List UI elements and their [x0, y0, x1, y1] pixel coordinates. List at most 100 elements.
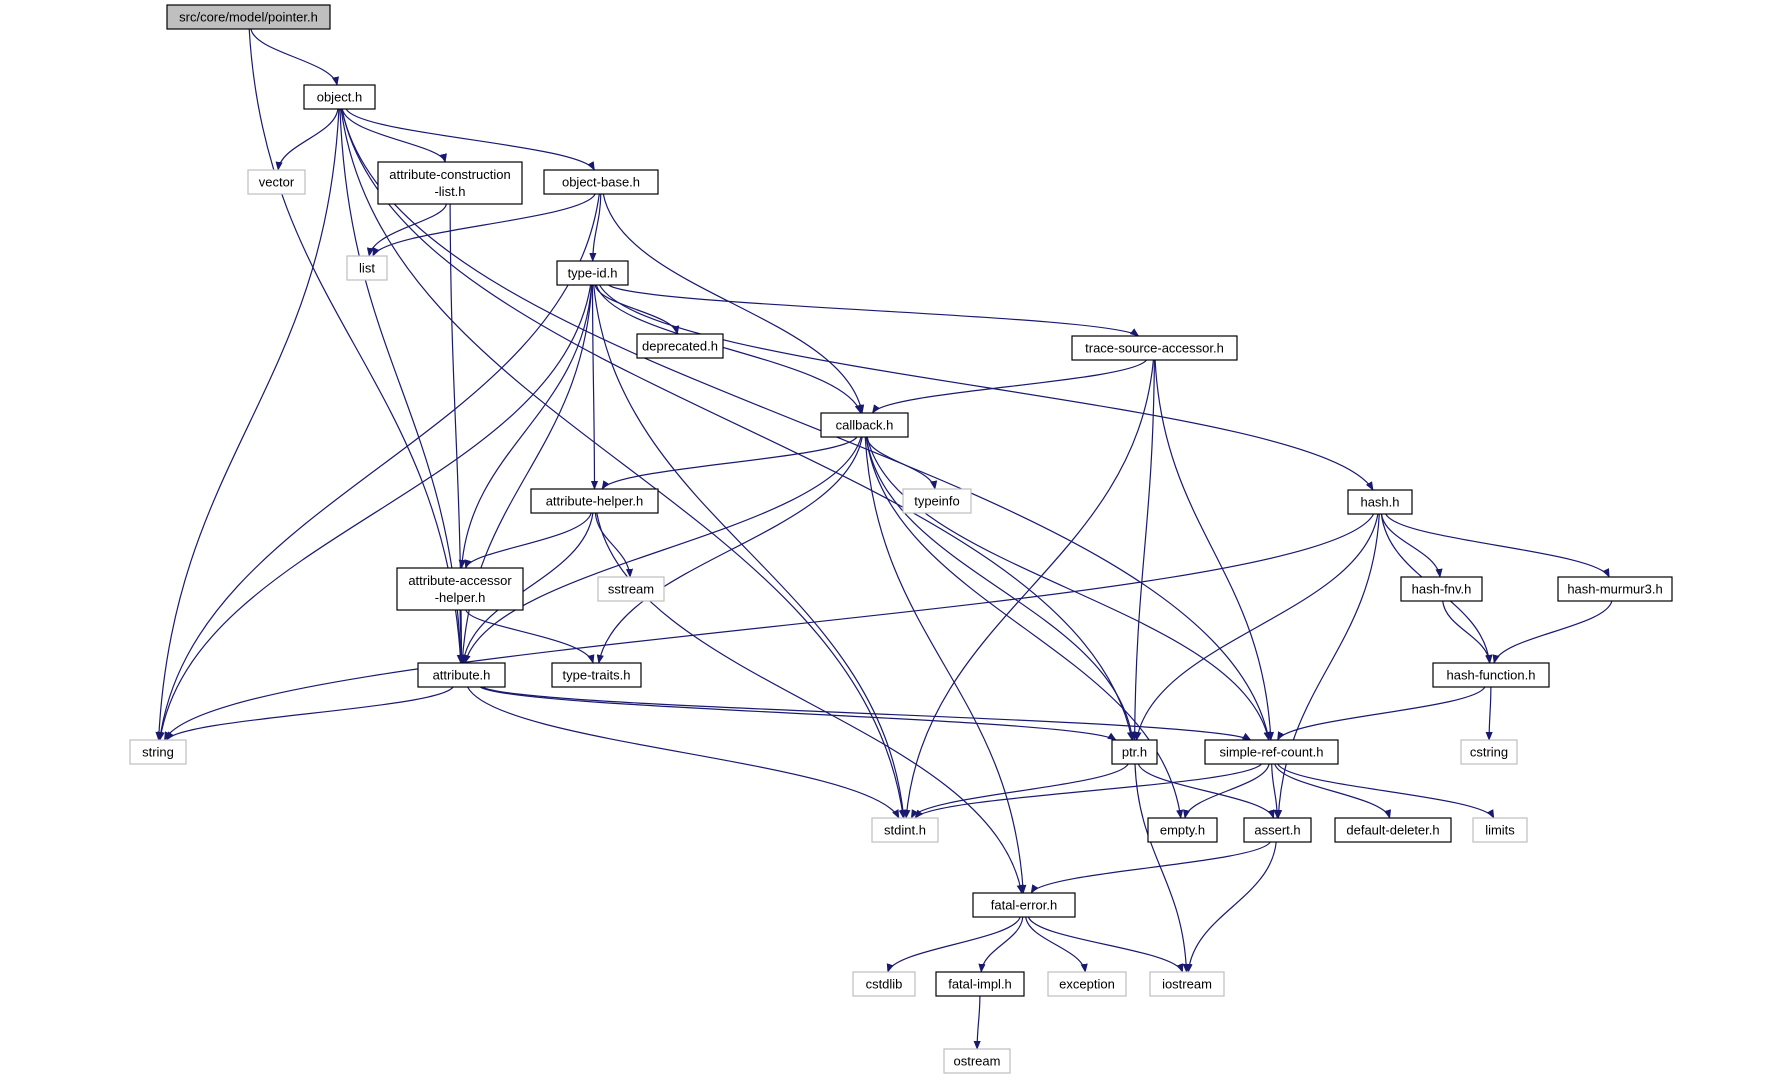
node-label-typeinfo: typeinfo	[914, 494, 960, 509]
node-aah[interactable]: attribute-accessor-helper.h	[396, 567, 524, 611]
node-fatal[interactable]: fatal-error.h	[972, 892, 1076, 918]
node-acl[interactable]: attribute-construction-list.h	[377, 161, 523, 205]
edge-ptr-to-stdint	[910, 763, 1129, 819]
node-label-ptr: ptr.h	[1122, 745, 1147, 760]
node-empty[interactable]: empty.h	[1147, 817, 1218, 843]
edge-callback-to-ptr	[865, 436, 1136, 741]
node-tsa[interactable]: trace-source-accessor.h	[1071, 335, 1238, 361]
edge-callback-to-fatal	[864, 436, 1027, 894]
node-box-typeinfo	[902, 488, 972, 514]
node-box-tsa	[1071, 335, 1238, 361]
edge-hash-to-assert	[1275, 513, 1380, 819]
node-label-stdint: stdint.h	[884, 823, 926, 838]
node-label-object: object.h	[317, 90, 363, 105]
edge-fatal-to-cstdlib	[886, 916, 1021, 973]
edge-hashfn-to-src	[1277, 686, 1486, 741]
edge-objbase-to-typeid	[589, 193, 602, 262]
node-box-cstdlib	[852, 971, 916, 997]
edge-src-to-empty	[1183, 763, 1270, 819]
node-label-empty: empty.h	[1160, 823, 1205, 838]
edge-pointer-to-attribute	[248, 28, 464, 664]
node-ptr[interactable]: ptr.h	[1111, 739, 1158, 765]
node-deleter[interactable]: default-deleter.h	[1334, 817, 1452, 843]
node-label-assert: assert.h	[1254, 823, 1300, 838]
node-deprecated[interactable]: deprecated.h	[636, 333, 724, 359]
edge-object-to-objbase	[345, 108, 595, 171]
node-object[interactable]: object.h	[303, 84, 376, 110]
node-box-fatal	[972, 892, 1076, 918]
node-box-assert	[1243, 817, 1312, 843]
node-exception: exception	[1047, 971, 1127, 997]
node-fatalimpl[interactable]: fatal-impl.h	[935, 971, 1025, 997]
edge-fatal-to-exception	[1025, 916, 1088, 973]
nodes-layer: src/core/model/pointer.h object.h vector at…	[129, 4, 1673, 1074]
node-list: list	[346, 255, 388, 281]
edge-attribute-to-src	[482, 686, 1252, 741]
node-box-fatalimpl	[935, 971, 1025, 997]
edge-fatal-to-fatalimpl	[978, 916, 1024, 973]
node-string: string	[129, 739, 187, 765]
node-hashmm[interactable]: hash-murmur3.h	[1557, 576, 1673, 602]
node-label-src: simple-ref-count.h	[1219, 745, 1323, 760]
node-label-pointer: src/core/model/pointer.h	[179, 10, 318, 25]
edge-callback-to-src	[866, 436, 1271, 741]
node-iostream: iostream	[1149, 971, 1225, 997]
edge-tsa-to-stdint	[903, 359, 1154, 819]
node-label-list: list	[359, 261, 375, 276]
edge-typeid-to-tsa	[608, 284, 1140, 337]
node-hashfnv[interactable]: hash-fnv.h	[1400, 576, 1483, 602]
node-ostream: ostream	[943, 1048, 1011, 1074]
node-hash[interactable]: hash.h	[1347, 489, 1413, 515]
edge-typeid-to-deprecated	[594, 284, 680, 335]
node-label-cstdlib: cstdlib	[866, 977, 903, 992]
node-box-deprecated	[636, 333, 724, 359]
node-box-callback	[820, 412, 909, 438]
node-label-fatal: fatal-error.h	[991, 898, 1057, 913]
node-pointer[interactable]: src/core/model/pointer.h	[166, 4, 331, 30]
node-box-cstring	[1460, 739, 1518, 765]
node-label-vector: vector	[259, 175, 295, 190]
edge-hashfnv-to-hashfn	[1442, 600, 1493, 664]
edge-callback-to-typetraits	[596, 436, 863, 664]
edge-attribute-to-string	[165, 686, 454, 741]
edge-attribute-to-stdint	[467, 686, 900, 819]
node-box-typetraits	[551, 662, 642, 688]
edge-ahelper-to-sstream	[594, 512, 634, 578]
node-callback[interactable]: callback.h	[820, 412, 909, 438]
edge-object-to-string	[155, 108, 340, 741]
node-ahelper[interactable]: attribute-helper.h	[530, 488, 659, 514]
node-box-empty	[1147, 817, 1218, 843]
node-label-ostream: ostream	[954, 1054, 1001, 1069]
edge-src-to-assert	[1271, 763, 1281, 819]
node-label-fatalimpl: fatal-impl.h	[948, 977, 1012, 992]
edge-fatalimpl-to-ostream	[973, 995, 981, 1050]
node-limits: limits	[1472, 817, 1528, 843]
node-label-cstring: cstring	[1470, 745, 1508, 760]
edge-callback-to-typeinfo	[865, 436, 938, 490]
node-src[interactable]: simple-ref-count.h	[1204, 739, 1339, 765]
node-label-objbase: object-base.h	[562, 175, 640, 190]
edge-objbase-to-callback	[602, 193, 865, 414]
edge-objbase-to-string	[157, 193, 600, 741]
edge-src-to-limits	[1277, 763, 1495, 819]
node-box-string	[129, 739, 187, 765]
node-typetraits[interactable]: type-traits.h	[551, 662, 642, 688]
edge-ahelper-to-fatal	[596, 512, 1024, 894]
node-typeid[interactable]: type-id.h	[556, 260, 629, 286]
node-hashfn[interactable]: hash-function.h	[1432, 662, 1550, 688]
edge-ahelper-to-aah	[464, 512, 592, 569]
edge-hash-to-hashmm	[1385, 513, 1610, 578]
edge-aah-to-typetraits	[465, 609, 595, 664]
node-assert[interactable]: assert.h	[1243, 817, 1312, 843]
node-label-deleter: default-deleter.h	[1346, 823, 1439, 838]
node-stdint: stdint.h	[871, 817, 939, 843]
node-cstdlib: cstdlib	[852, 971, 916, 997]
node-label-callback: callback.h	[836, 418, 894, 433]
edge-callback-to-ahelper	[601, 436, 858, 490]
edge-object-to-ptr	[341, 108, 1134, 741]
node-box-ptr	[1111, 739, 1158, 765]
node-objbase[interactable]: object-base.h	[543, 169, 659, 195]
node-attribute[interactable]: attribute.h	[417, 662, 506, 688]
